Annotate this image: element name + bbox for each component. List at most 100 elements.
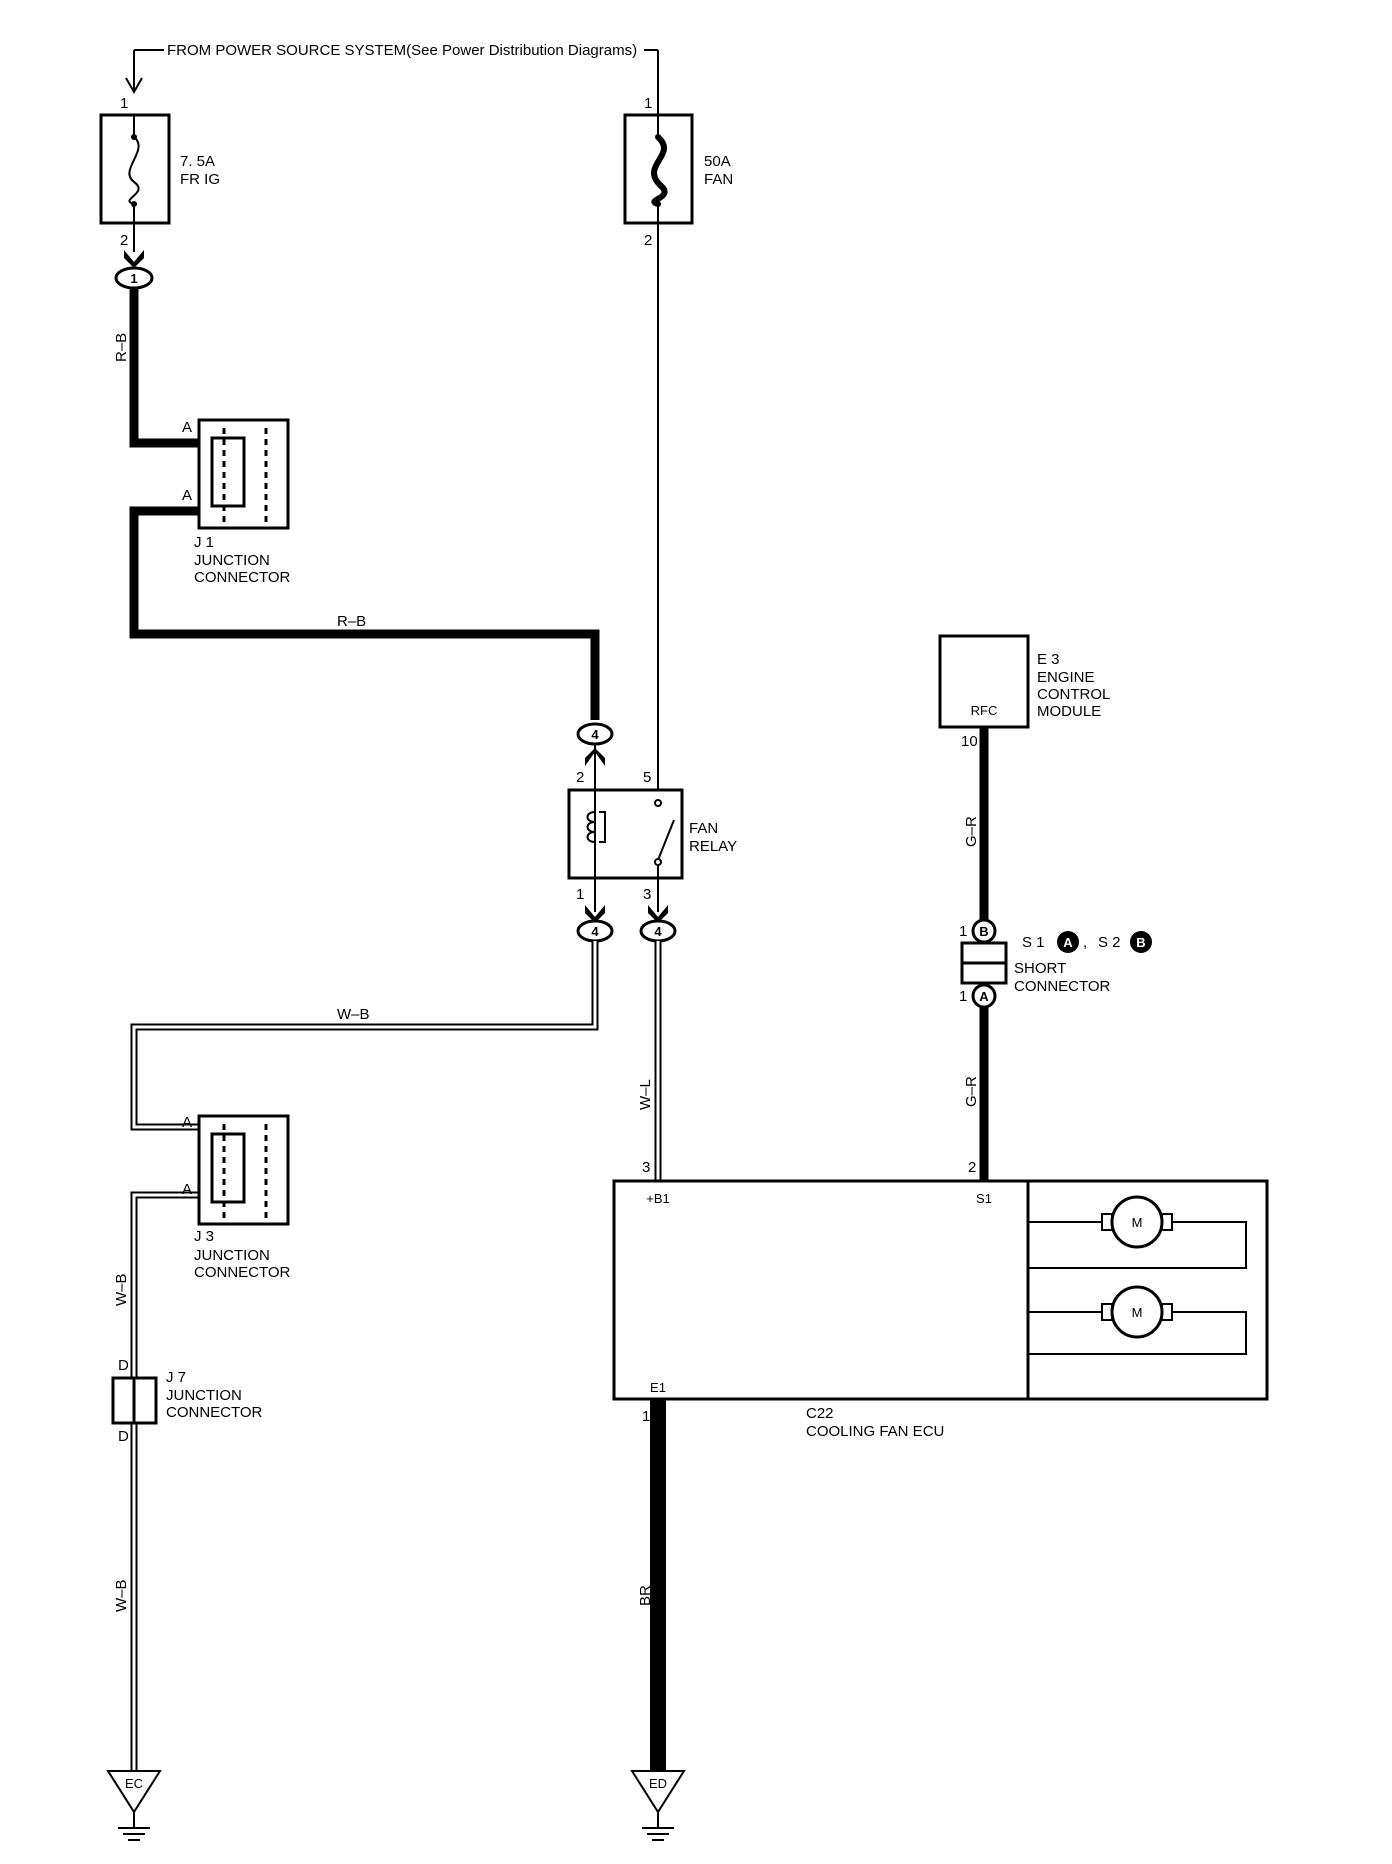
power-label-bg — [164, 41, 644, 59]
motor-2-label: M — [1132, 1305, 1143, 1320]
ecu-terminal-b1: +B1 — [646, 1191, 670, 1206]
fuse-frig-rating: 7. 5A — [180, 153, 215, 170]
ground-ec-label: EC — [125, 1776, 143, 1791]
wire-wb-vertical-label-1: W–B — [113, 1273, 130, 1306]
relay-pin-2: 2 — [576, 769, 584, 786]
wire-br-label: BR — [637, 1585, 654, 1606]
s1-badge-letter: A — [1063, 935, 1073, 950]
ecm-line2: CONTROL — [1037, 686, 1110, 703]
motor-1-wiring — [1028, 1221, 1247, 1269]
j1-bus-bar — [210, 436, 246, 508]
arrow-down-icon — [125, 77, 143, 95]
j1-line2: CONNECTOR — [194, 569, 291, 586]
short-connector-pin-bottom: 1 — [959, 988, 967, 1005]
j7-pin-d2: D — [118, 1428, 129, 1445]
wire-rb-horizontal-label: R–B — [337, 613, 366, 630]
ecu-pin-e1: 1 — [642, 1408, 650, 1425]
fuse-fan-pin-bottom: 2 — [644, 232, 652, 249]
short-connector-s1: S 1 — [1022, 934, 1045, 951]
s1-badge — [1057, 931, 1079, 953]
fan-relay-box — [567, 788, 684, 880]
j3-bus-bar — [210, 1132, 246, 1204]
relay-pin-3: 3 — [643, 886, 651, 903]
wire-wb — [130, 941, 599, 1771]
wire-rb-vertical-label: R–B — [113, 333, 130, 362]
relay-chevron-down-left-icon — [585, 905, 605, 923]
ecm-terminal-rfc: RFC — [971, 703, 998, 718]
wire-wb-segment-1-core — [132, 941, 597, 1129]
j3-line2: CONNECTOR — [194, 1264, 291, 1281]
j1-line1: JUNCTION — [194, 552, 270, 569]
fuse-frig-pin-bottom: 2 — [120, 232, 128, 249]
relay-contact-bottom — [654, 858, 662, 866]
fan-relay-line2: RELAY — [689, 838, 737, 855]
wire-gr-label-2: G–R — [963, 1076, 980, 1107]
ecm-id: E 3 — [1037, 651, 1060, 668]
ecu-terminal-e1: E1 — [650, 1380, 666, 1395]
wire-rb-to-j1 — [129, 288, 199, 448]
ecu-id: C22 — [806, 1405, 834, 1422]
relay-coil-icon — [586, 811, 606, 843]
motor-2-wiring — [1028, 1311, 1247, 1355]
relay-pin-5: 5 — [643, 769, 651, 786]
fuse-fan-name: FAN — [704, 171, 733, 188]
connector-oval-4-left-label: 4 — [591, 924, 599, 939]
j1-pin-a1: A — [182, 419, 192, 436]
ground-ed-label: ED — [649, 1776, 667, 1791]
j7-line1: JUNCTION — [166, 1387, 242, 1404]
short-connector-line2: CONNECTOR — [1014, 978, 1111, 995]
ground-ed-triangle — [630, 1770, 686, 1814]
s2-badge — [1130, 931, 1152, 953]
ecu-pin-b1: 3 — [642, 1159, 650, 1176]
wire-wb-vertical-label-2: W–B — [113, 1579, 130, 1612]
ground-ec-triangle — [106, 1770, 162, 1814]
wire-wb-segment-2-core — [132, 1193, 199, 1378]
fuse-fan-rating: 50A — [704, 153, 731, 170]
ecu-terminal-s1: S1 — [976, 1191, 992, 1206]
j3-pin-a1: A — [182, 1114, 192, 1131]
fan-relay-line1: FAN — [689, 820, 718, 837]
relay-pin-1: 1 — [576, 886, 584, 903]
short-connector-sep: , — [1083, 934, 1087, 951]
wire-wl-label: W–L — [637, 1079, 654, 1110]
fuse-element-icon — [128, 136, 140, 205]
ecm-line3: MODULE — [1037, 703, 1101, 720]
wire-wb-segment-2 — [130, 1191, 199, 1378]
wire-gr-label-1: G–R — [963, 816, 980, 847]
motor-1-label: M — [1132, 1215, 1143, 1230]
short-connector-a-letter: A — [979, 989, 989, 1004]
fuse-element-heavy-icon — [651, 134, 668, 207]
fuse-frig-name: FR IG — [180, 171, 220, 188]
j7-id: J 7 — [166, 1369, 186, 1386]
j7-pin-d1: D — [118, 1357, 129, 1374]
ecu-name: COOLING FAN ECU — [806, 1423, 944, 1440]
short-connector-b-letter: B — [979, 924, 988, 939]
ecu-pin-s1: 2 — [968, 1159, 976, 1176]
j3-line1: JUNCTION — [194, 1247, 270, 1264]
j1-pin-a2: A — [182, 487, 192, 504]
relay-contact-top — [654, 799, 662, 807]
motor-1-icon — [1110, 1195, 1164, 1249]
short-connector-line1: SHORT — [1014, 960, 1066, 977]
motor-2-icon — [1110, 1285, 1164, 1339]
cooling-fan-ecu-box — [612, 1179, 1269, 1401]
j3-pin-a2: A — [182, 1181, 192, 1198]
j7-line2: CONNECTOR — [166, 1404, 263, 1421]
wire-wb-horizontal-label: W–B — [337, 1006, 370, 1023]
ecm-pin-10: 10 — [961, 733, 978, 750]
fuse-fan-pin-top: 1 — [644, 95, 652, 112]
relay-chevron-down-right-icon — [648, 905, 668, 923]
wire-rb-to-relay — [129, 506, 600, 720]
connector-oval-4-top-label: 4 — [591, 727, 599, 742]
connector-oval-1-label: 1 — [130, 271, 137, 286]
wire-wb-segment-1 — [130, 941, 599, 1131]
relay-switch-icon — [657, 819, 675, 861]
s2-badge-letter: B — [1136, 935, 1145, 950]
connector-oval-4-right-label: 4 — [654, 924, 662, 939]
short-connector-s2: S 2 — [1098, 934, 1121, 951]
fuse-frig-pin-top: 1 — [120, 95, 128, 112]
j1-id: J 1 — [194, 534, 214, 551]
ecm-line1: ENGINE — [1037, 669, 1095, 686]
